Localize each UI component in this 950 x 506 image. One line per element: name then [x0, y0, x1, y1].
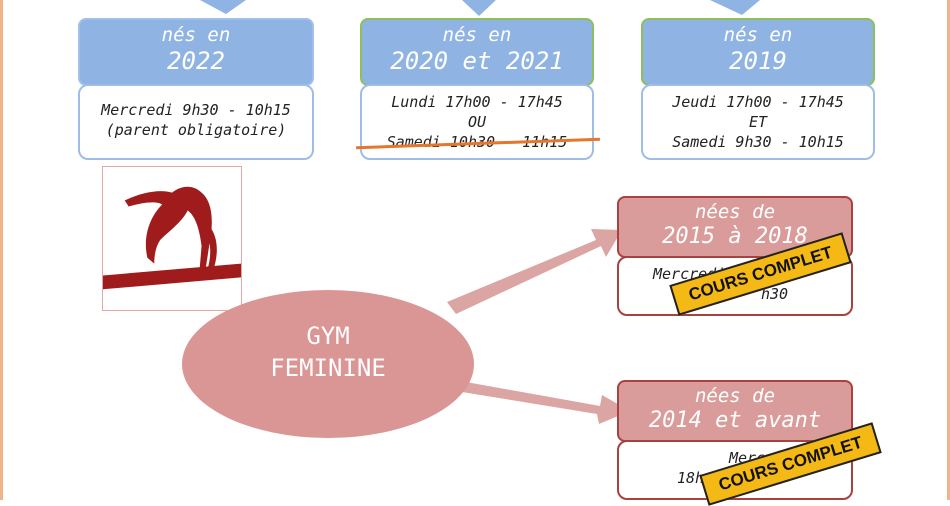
header-2014-line1: nées de — [694, 385, 776, 407]
top-arrow-heads — [200, 0, 760, 16]
feminine-arrows — [447, 229, 630, 424]
schedule-2020-2021: Lundi 17h00 - 17h45 OU Samedi 10h30 - 11… — [360, 84, 594, 160]
header-2019: nés en 2019 — [641, 18, 875, 86]
header-2020-line1: nés en — [442, 24, 512, 46]
ellipse-line2: FEMININE — [270, 354, 386, 382]
gym-feminine-ellipse: GYM FEMININE — [182, 290, 474, 438]
header-2022-line2: 2022 — [167, 47, 225, 75]
header-2015-line2: 2015 à 2018 — [662, 224, 808, 249]
schedule-2019-line2: ET — [748, 113, 768, 131]
schedule-2022-line2: (parent obligatoire) — [105, 121, 287, 139]
schedule-2020-line2: OU — [467, 113, 487, 131]
gymnast-on-beam-icon — [103, 186, 241, 290]
header-2022: nés en 2022 — [78, 18, 314, 86]
arrow-head-2022 — [200, 0, 246, 14]
arrow-to-2014 — [462, 382, 630, 424]
arrow-head-2020 — [462, 0, 496, 16]
header-2019-line2: 2019 — [729, 47, 787, 75]
gymnast-image — [102, 166, 242, 311]
schedule-2019-line3: Samedi 9h30 - 10h15 — [672, 133, 844, 151]
schedule-2019-line1: Jeudi 17h00 - 17h45 — [672, 93, 844, 111]
schedule-2015-line2: h30 — [761, 285, 789, 303]
header-2022-line1: nés en — [161, 24, 231, 46]
header-2014-line2: 2014 et avant — [648, 408, 822, 433]
schedule-2014-line2: 18h — [677, 469, 705, 487]
arrow-to-2015 — [447, 229, 622, 314]
schedule-2022: Mercredi 9h30 - 10h15 (parent obligatoir… — [78, 84, 314, 160]
header-2020-line2: 2020 et 2021 — [390, 47, 564, 75]
header-2019-line1: nés en — [723, 24, 793, 46]
schedule-2020-line1: Lundi 17h00 - 17h45 — [391, 93, 563, 111]
header-2014: nées de 2014 et avant — [617, 380, 853, 442]
schedule-2022-line1: Mercredi 9h30 - 10h15 — [101, 101, 291, 119]
ellipse-line1: GYM — [306, 322, 350, 350]
header-2015-line1: nées de — [694, 201, 776, 223]
schedule-2019: Jeudi 17h00 - 17h45 ET Samedi 9h30 - 10h… — [641, 84, 875, 160]
schedule-2020-line3-wrap: Samedi 10h30 - 11h15 — [362, 132, 592, 152]
schedule-2020-cancelled: Samedi 10h30 - 11h15 — [362, 132, 592, 152]
header-2020-2021: nés en 2020 et 2021 — [360, 18, 594, 86]
header-2015-2018: nées de 2015 à 2018 — [617, 196, 853, 258]
arrow-head-2019 — [710, 0, 760, 15]
